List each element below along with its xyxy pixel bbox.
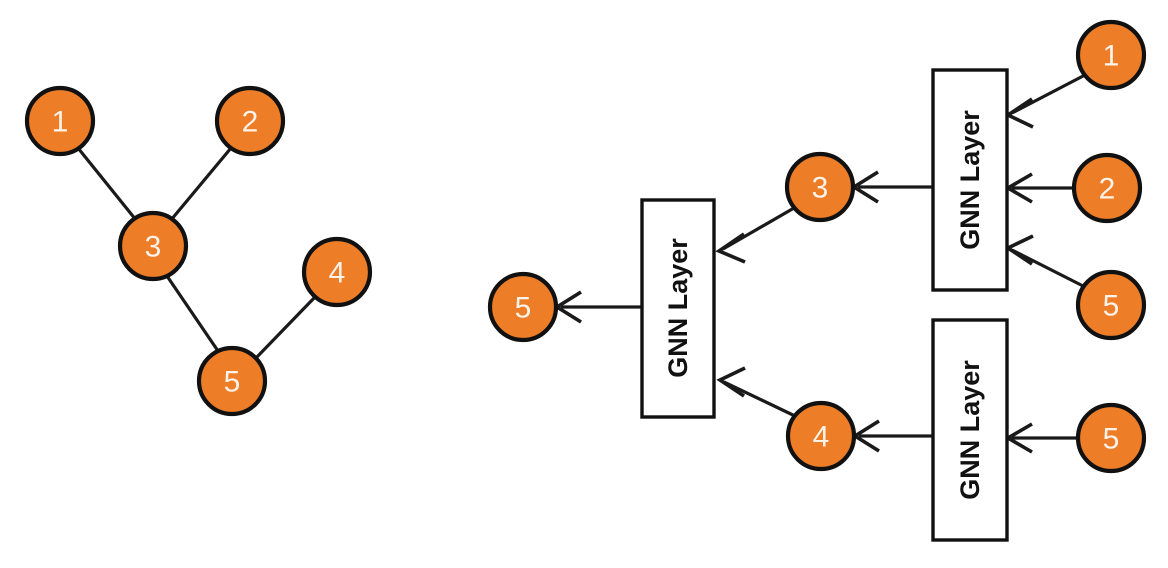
input-graph-node-5[interactable]: 5 <box>196 345 268 417</box>
graph-node-circle <box>214 85 286 157</box>
computation-node-hidden-4[interactable]: 4 <box>785 400 857 472</box>
graph-node-label: 1 <box>52 106 69 139</box>
computation-node-hidden-3[interactable]: 3 <box>784 151 856 223</box>
arrow-in1-to-layer-top <box>1004 73 1086 129</box>
input-graph: 1 2 3 4 5 <box>24 85 373 417</box>
computation-node-label: 2 <box>1099 173 1116 206</box>
graph-node-label: 3 <box>145 231 162 264</box>
arrow-layer-bottom-to-h4 <box>851 419 933 453</box>
gnn-layer-box <box>931 68 1009 292</box>
computation-node-circle <box>785 400 857 472</box>
graph-node-label: 2 <box>242 106 259 139</box>
arrow-layer-middle-to-out5 <box>553 290 642 324</box>
input-graph-node-4[interactable]: 4 <box>301 236 373 308</box>
arrow-h4-to-layer-middle <box>716 366 796 418</box>
computation-node-label: 3 <box>812 172 829 205</box>
computation-node-circle <box>1071 152 1143 224</box>
graph-node-circle <box>301 236 373 308</box>
edge-2-3 <box>169 146 233 222</box>
computation-node-circle <box>1075 402 1147 474</box>
computation-node-circle <box>1075 19 1147 91</box>
computation-node-input-5-upper[interactable]: 5 <box>1075 269 1147 341</box>
computation-node-output-5[interactable]: 5 <box>487 271 559 343</box>
gnn-layer-label: GNN Layer <box>663 238 693 378</box>
edge-4-5 <box>252 294 318 362</box>
gnn-layer-middle-left[interactable]: GNN Layer <box>640 198 716 419</box>
arrow-in5b-to-layer-bottom <box>1004 422 1078 454</box>
gnn-layer-top-right[interactable]: GNN Layer <box>931 68 1009 292</box>
edge-3-5 <box>165 275 220 352</box>
computation-node-input-2[interactable]: 2 <box>1071 152 1143 224</box>
arrow-layer-top-to-h3 <box>850 170 933 204</box>
gnn-layer-label: GNN Layer <box>955 360 985 500</box>
graph-node-label: 4 <box>329 257 346 290</box>
computation-node-label: 5 <box>515 292 532 325</box>
gnn-layer-label: GNN Layer <box>955 110 985 250</box>
computation-node-circle <box>1075 269 1147 341</box>
gnn-layer-bottom-right[interactable]: GNN Layer <box>931 318 1009 542</box>
computation-graph-arrows <box>553 73 1086 454</box>
input-graph-node-3[interactable]: 3 <box>117 210 189 282</box>
computation-node-label: 5 <box>1103 290 1120 323</box>
graph-node-label: 5 <box>224 366 241 399</box>
computation-graph: GNN Layer GNN Layer GNN Layer 5 3 <box>487 19 1147 542</box>
arrow-in2-to-layer-top <box>1004 172 1074 204</box>
graph-node-circle <box>196 345 268 417</box>
input-graph-edges <box>76 146 318 362</box>
arrow-h3-to-layer-middle <box>715 206 795 264</box>
edge-1-3 <box>76 146 138 222</box>
computation-node-label: 5 <box>1103 423 1120 456</box>
gnn-layer-box <box>640 198 716 419</box>
computation-node-circle <box>784 151 856 223</box>
graph-node-circle <box>117 210 189 282</box>
graph-node-circle <box>24 85 96 157</box>
computation-node-input-5-lower[interactable]: 5 <box>1075 402 1147 474</box>
computation-node-label: 1 <box>1103 40 1120 73</box>
gnn-layer-box <box>931 318 1009 542</box>
computation-node-circle <box>487 271 559 343</box>
input-graph-node-2[interactable]: 2 <box>214 85 286 157</box>
computation-node-input-1[interactable]: 1 <box>1075 19 1147 91</box>
input-graph-node-1[interactable]: 1 <box>24 85 96 157</box>
arrow-in5a-to-layer-top <box>1004 234 1086 289</box>
computation-node-label: 4 <box>813 421 830 454</box>
